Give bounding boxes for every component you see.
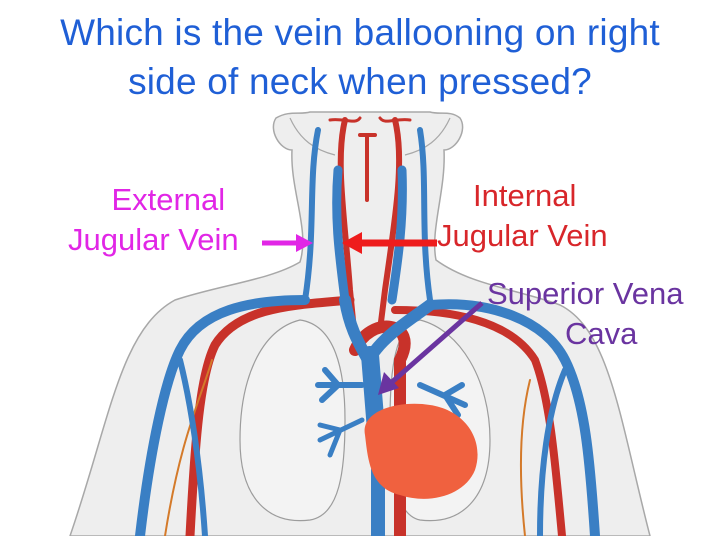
superior-vena-cava-line-1: Superior Vena xyxy=(487,276,684,311)
internal-jugular-line-2: Jugular Vein xyxy=(437,218,608,253)
external-jugular-arrow xyxy=(262,234,313,252)
external-jugular-vein-label: External Jugular Vein xyxy=(68,180,239,260)
question-title: Which is the vein ballooning on right si… xyxy=(0,8,720,106)
external-jugular-line-2: Jugular Vein xyxy=(68,222,239,257)
internal-jugular-arrow xyxy=(342,232,437,254)
title-line-1: Which is the vein ballooning on right xyxy=(60,12,660,53)
external-jugular-line-1: External xyxy=(111,182,226,217)
internal-jugular-line-1: Internal xyxy=(473,178,577,213)
veins xyxy=(135,127,600,536)
title-line-2: side of neck when pressed? xyxy=(128,61,592,102)
superior-vena-cava-label: Superior Vena Cava xyxy=(487,274,683,354)
heart xyxy=(364,403,478,499)
superior-vena-cava-arrow xyxy=(378,301,484,395)
superior-vena-cava-line-2: Cava xyxy=(565,316,638,351)
internal-jugular-vein-label: Internal Jugular Vein xyxy=(437,176,608,256)
